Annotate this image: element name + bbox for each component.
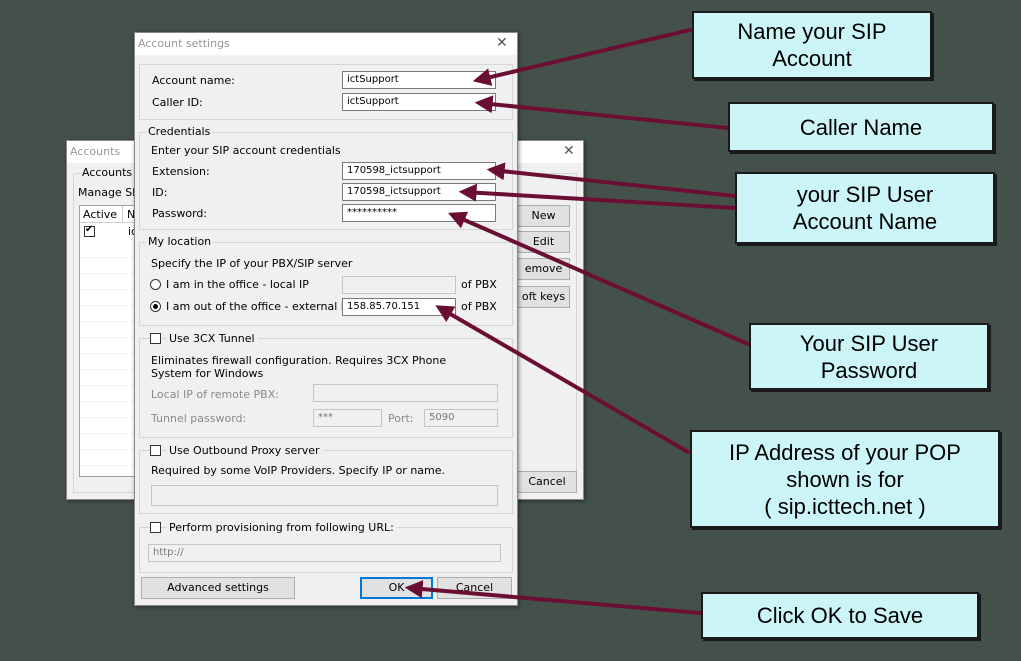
remove-account-button[interactable]: emove [517, 258, 570, 280]
tunnel-password-label: Tunnel password: [151, 412, 247, 425]
location-group: My location [139, 235, 513, 326]
password-label: Password: [152, 207, 208, 220]
accounts-window-title: Accounts [70, 145, 121, 158]
cancel-button[interactable]: Cancel [437, 577, 512, 599]
column-active[interactable]: Active [83, 208, 118, 221]
callout-ip-address: IP Address of your POP shown is for ( si… [690, 430, 1000, 528]
tunnel-description: Eliminates firewall configuration. Requi… [151, 354, 447, 380]
account-active-checkbox[interactable]: ✔ [84, 224, 95, 237]
proxy-group [139, 450, 513, 514]
location-group-title: My location [146, 235, 214, 248]
tunnel-password-input[interactable]: *** [313, 409, 382, 427]
extension-label: Extension: [152, 165, 210, 178]
advanced-settings-button[interactable]: Advanced settings [141, 577, 295, 599]
password-input[interactable]: ********** [342, 204, 496, 222]
local-of-pbx-label: of PBX [461, 278, 497, 291]
check-icon: ✔ [85, 224, 94, 235]
soft-keys-button[interactable]: oft keys [517, 286, 570, 308]
tunnel-local-ip-label: Local IP of remote PBX: [151, 388, 279, 401]
table-row[interactable]: ✔ ic [80, 224, 140, 240]
column-divider [122, 206, 123, 222]
account-settings-dialog: Account settings ✕ Account name: ictSupp… [134, 32, 518, 606]
proxy-checkbox-label[interactable]: Use Outbound Proxy server [166, 444, 323, 457]
account-group [139, 64, 513, 120]
tunnel-checkbox[interactable] [150, 333, 161, 344]
provisioning-checkbox[interactable] [150, 522, 161, 533]
accounts-cancel-button[interactable]: Cancel [517, 471, 577, 493]
id-label: ID: [152, 186, 168, 199]
column-name[interactable]: N [127, 208, 136, 221]
ok-button[interactable]: OK [360, 577, 433, 599]
local-ip-radio[interactable] [150, 279, 161, 290]
account-settings-titlebar: Account settings ✕ [135, 33, 517, 55]
tunnel-port-label: Port: [388, 412, 414, 425]
list-grid [80, 242, 140, 474]
extension-input[interactable]: 170598_ictsupport [342, 162, 496, 180]
accounts-group-title: Accounts [80, 166, 135, 179]
account-name-input[interactable]: ictSupport [342, 71, 496, 89]
edit-account-button[interactable]: Edit [517, 231, 570, 253]
credentials-group: Credentials [139, 125, 513, 230]
account-name-cell: ic [128, 225, 138, 238]
account-name-label: Account name: [152, 74, 235, 87]
tunnel-checkbox-label[interactable]: Use 3CX Tunnel [166, 332, 258, 345]
proxy-checkbox[interactable] [150, 445, 161, 456]
manage-sip-label: Manage SIP [78, 186, 143, 199]
accounts-list-header: Active N [80, 206, 140, 223]
proxy-input[interactable] [151, 485, 498, 506]
new-account-button[interactable]: New [517, 205, 570, 227]
proxy-description: Required by some VoIP Providers. Specify… [151, 464, 446, 477]
callout-user-account: your SIP User Account Name [735, 172, 995, 244]
id-input[interactable]: 170598_ictsupport [342, 183, 496, 201]
credentials-hint: Enter your SIP account credentials [151, 144, 341, 157]
close-icon[interactable]: ✕ [496, 35, 508, 51]
tunnel-port-input[interactable]: 5090 [424, 409, 498, 427]
callout-click-ok: Click OK to Save [701, 592, 979, 639]
callout-account-name: Name your SIP Account [692, 11, 932, 79]
provisioning-url-input[interactable]: http:// [148, 544, 501, 562]
credentials-group-title: Credentials [146, 125, 213, 138]
dialog-title: Account settings [138, 37, 230, 50]
caller-id-label: Caller ID: [152, 96, 203, 109]
external-of-pbx-label: of PBX [461, 300, 497, 313]
close-icon[interactable]: ✕ [563, 143, 575, 159]
accounts-list[interactable]: Active N ✔ ic [79, 205, 141, 477]
tunnel-local-ip-input[interactable] [313, 384, 498, 402]
external-ip-radio[interactable] [150, 301, 161, 312]
provisioning-checkbox-label[interactable]: Perform provisioning from following URL: [166, 521, 397, 534]
callout-user-password: Your SIP User Password [749, 323, 989, 390]
local-ip-input[interactable] [342, 276, 456, 294]
local-ip-label[interactable]: I am in the office - local IP [166, 278, 309, 291]
caller-id-input[interactable]: ictSupport [342, 93, 496, 111]
location-hint: Specify the IP of your PBX/SIP server [151, 257, 353, 270]
external-ip-input[interactable]: 158.85.70.151 [342, 298, 456, 316]
callout-caller-name: Caller Name [728, 102, 994, 152]
external-ip-label[interactable]: I am out of the office - external IP [166, 300, 351, 313]
